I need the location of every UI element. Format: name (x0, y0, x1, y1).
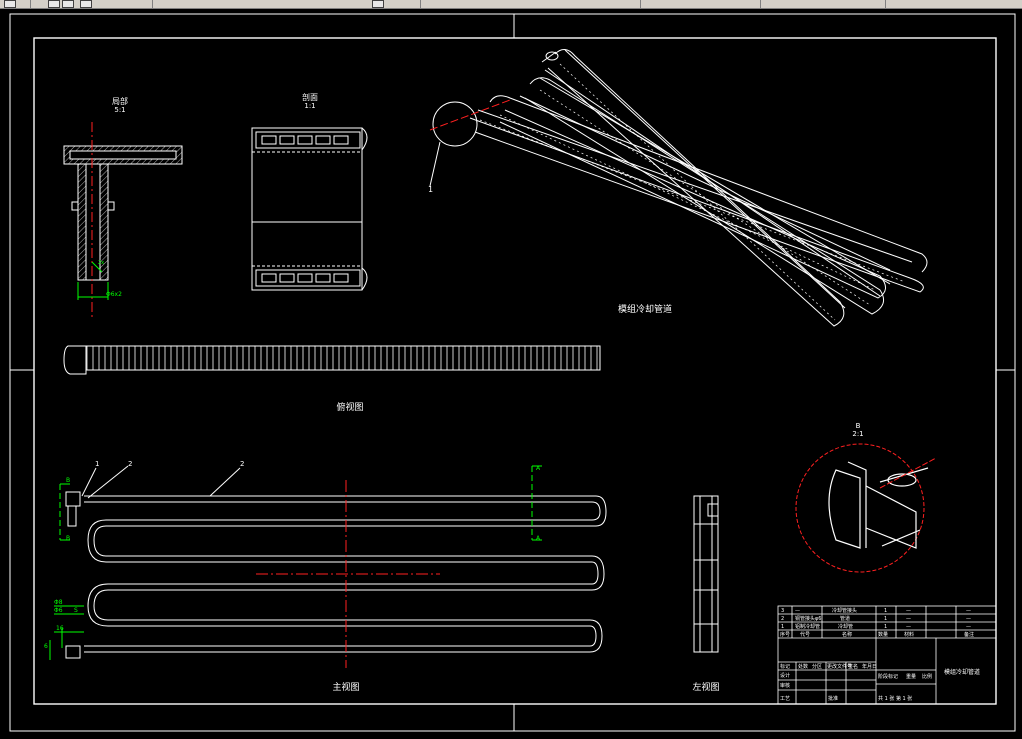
dim-phi6: Φ6 (54, 607, 63, 614)
top-view: 俯视图 (63, 345, 601, 413)
detail-b-title: B (856, 422, 861, 430)
tb-sheet: 共 1 张 第 1 张 (878, 695, 912, 702)
detail-a-title: 局部 (112, 96, 128, 106)
tb-header-name: 名称 (842, 631, 852, 638)
dim-6: 6 (44, 643, 48, 650)
toolbar-separator (30, 0, 31, 8)
tb-sign-count: 处数 (798, 663, 808, 670)
tb-check: 审核 (780, 682, 790, 689)
detail-b-view: B 2:1 (795, 422, 937, 573)
tb-row3-name: 冷却管 (838, 623, 853, 630)
tb-row3-qty: 1 (884, 624, 887, 630)
tb-row1-code: — (795, 608, 800, 614)
tb-row2-name: 管道 (840, 615, 850, 622)
tb-row2-material: — (906, 616, 911, 622)
detail-b-scale: 2:1 (852, 430, 863, 438)
dim-16: 16 (56, 625, 64, 632)
toolbar-separator (420, 0, 421, 8)
tb-row3-remark: — (966, 624, 971, 630)
sheet-frame (9, 13, 1016, 732)
detail-a-bore (69, 150, 177, 160)
tb-row3-no: 1 (781, 624, 784, 630)
toolbar (0, 0, 1022, 9)
left-view-caption: 左视图 (692, 681, 719, 693)
detail-a-view: 局部 5:1 Φ6x2 2x (63, 96, 183, 318)
outlet-fitting (65, 645, 81, 659)
inlet-fitting (65, 491, 81, 507)
section-view: 剖面 1:1 (251, 92, 368, 291)
callout-1: 1 (428, 185, 433, 194)
title-block (777, 605, 997, 705)
callout-1b: 1 (95, 460, 99, 468)
drawing-canvas[interactable]: 局部 5:1 Φ6x2 2x 剖面 1:1 (0, 8, 1022, 739)
toolbar-separator (885, 0, 886, 8)
tb-row1-remark: — (966, 608, 971, 614)
tb-row2-qty: 1 (884, 616, 887, 622)
tb-row1-qty: 1 (884, 608, 887, 614)
tb-row2-remark: — (966, 616, 971, 622)
tb-header-remark: 备注 (964, 631, 974, 638)
tb-sign-file: 更改文件号 (827, 663, 852, 670)
dim-r: 2x (98, 260, 104, 266)
tb-header-no: 序号 (780, 631, 790, 638)
toolbar-separator (152, 0, 153, 8)
tb-process: 工艺 (780, 696, 790, 702)
tb-ratio: 比例 (922, 673, 932, 680)
front-view-caption: 主视图 (332, 681, 359, 693)
tb-sign-mark: 标记 (780, 663, 790, 670)
tb-header-material: 材料 (904, 631, 914, 638)
tb-row2-code: 铜管接头φ6 (795, 615, 821, 622)
tb-row2-no: 2 (781, 616, 784, 622)
pan-icon[interactable] (372, 0, 384, 8)
iso-caption: 模组冷却管道 (618, 303, 672, 315)
section-title: 剖面 (302, 92, 318, 102)
tb-stage: 阶段标记 (878, 673, 898, 680)
dim-phi8: Φ8 (54, 599, 63, 606)
tb-row1-material: — (906, 608, 911, 614)
label-b-right: B (66, 535, 70, 542)
tb-drawing-name: 模组冷却管道 (944, 668, 980, 676)
top-view-caption: 俯视图 (336, 401, 363, 413)
tb-approve: 批准 (828, 695, 838, 702)
title-block-text: 3 — 冷却管接头 1 — — 2 铜管接头φ6 管道 1 — — 1 铝制冷却… (780, 607, 980, 702)
callout-2a: 2 (128, 460, 132, 468)
paste-icon[interactable] (80, 0, 92, 8)
isometric-view: 1 模组冷却管道 (428, 49, 928, 327)
tb-design: 设计 (780, 672, 790, 679)
toolbar-separator (640, 0, 641, 8)
left-view: 左视图 (692, 495, 720, 693)
layer-icon[interactable] (48, 0, 60, 8)
detail-a-stem-bore (85, 163, 101, 281)
tb-sign-signature: 签名 (848, 663, 858, 670)
callout-2b: 2 (240, 460, 244, 468)
toolbar-separator (760, 0, 761, 8)
tb-row3-code: 铝制冷却管 (795, 623, 820, 630)
tb-weight: 重量 (906, 673, 916, 680)
tb-header-code: 代号 (800, 631, 810, 638)
tb-sign-date: 年月日 (862, 663, 877, 670)
detail-a-scale: 5:1 (114, 106, 125, 114)
dim-d2: Φ6x2 (106, 291, 122, 298)
tb-sign-zone: 分区 (812, 663, 822, 670)
front-view: B B A A 1 2 2 Φ8 Φ6 16 6 S 主视图 (44, 460, 607, 693)
new-file-icon[interactable] (4, 0, 16, 8)
label-b-left: B (66, 477, 70, 484)
tb-header-qty: 数量 (878, 631, 888, 638)
dim-s: S (74, 607, 78, 614)
section-a-bottom: A (536, 535, 541, 542)
section-a-top: A (536, 465, 541, 472)
section-scale: 1:1 (304, 102, 315, 110)
match-properties-icon[interactable] (62, 0, 74, 8)
tb-row1-no: 3 (781, 608, 784, 614)
tb-row3-material: — (906, 624, 911, 630)
tb-row1-name: 冷却管接头 (832, 607, 857, 614)
